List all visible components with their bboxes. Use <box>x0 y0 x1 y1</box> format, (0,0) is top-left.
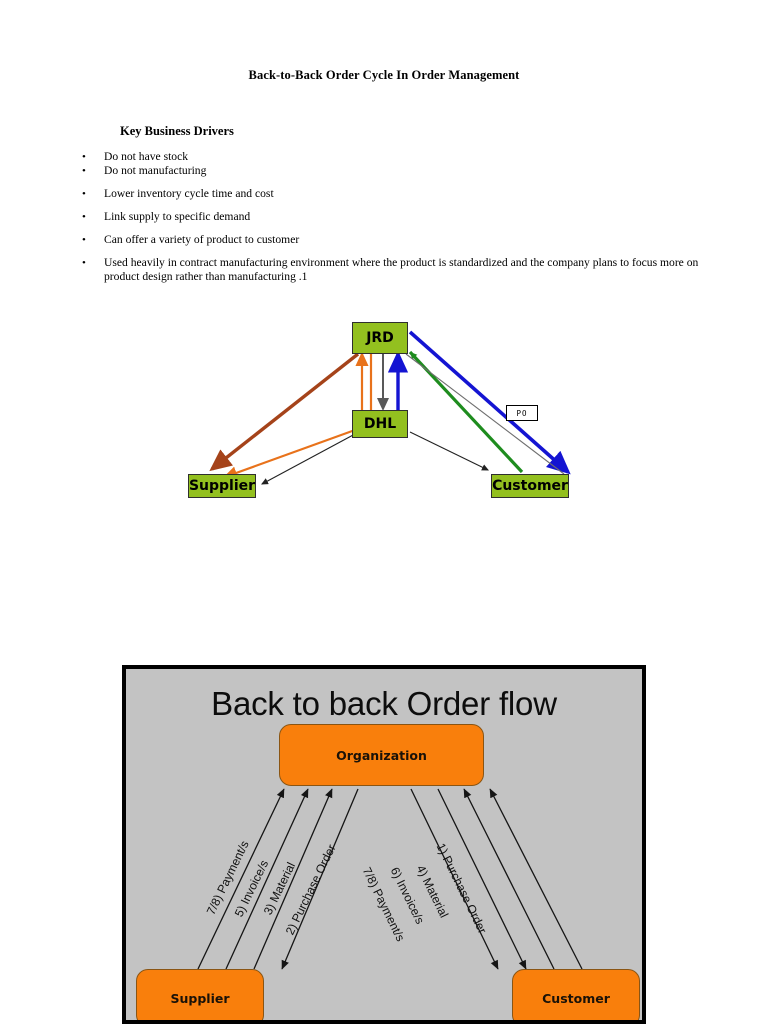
section-heading: Key Business Drivers <box>120 124 234 138</box>
list-item-text: Used heavily in contract manufacturing e… <box>104 256 699 283</box>
list-item-text: Link supply to specific demand <box>104 210 251 223</box>
list-item-text: Lower inventory cycle time and cost <box>104 187 274 200</box>
node-customer-label: Customer <box>492 478 568 494</box>
node-supplier-label: Supplier <box>188 478 256 494</box>
list-item: • Link supply to specific demand <box>78 210 703 224</box>
key-business-drivers-list: • Do not have stock • Do not manufacturi… <box>78 150 703 284</box>
edge-supplier-purchase-order <box>281 788 359 970</box>
node-customer[interactable]: Customer <box>491 474 569 498</box>
node-customer-2[interactable]: Customer <box>512 969 640 1020</box>
arrow-jrd-to-customer-po-line <box>405 353 565 475</box>
bullet-icon: • <box>82 188 86 200</box>
arrow-dhl-to-supplier-thin <box>261 433 356 485</box>
node-supplier[interactable]: Supplier <box>188 474 256 498</box>
node-customer-2-label: Customer <box>542 990 610 1006</box>
arrow-dhl-to-customer <box>409 431 489 471</box>
order-cycle-flow-diagram: JRD DHL Supplier Customer PO <box>170 312 590 512</box>
edge-customer-invoices <box>463 788 555 970</box>
edge-supplier-payments <box>197 788 285 970</box>
diagram2-arrows <box>197 788 583 970</box>
po-label-text: PO <box>516 408 528 418</box>
arrow-jrd-to-supplier-brown <box>209 352 360 472</box>
edge-customer-payments <box>489 788 583 970</box>
list-item: • Used heavily in contract manufacturing… <box>78 256 703 284</box>
node-supplier-2[interactable]: Supplier <box>136 969 264 1020</box>
node-dhl[interactable]: DHL <box>352 410 408 438</box>
list-item-text: Do not manufacturing <box>104 164 207 177</box>
node-organization-label: Organization <box>336 747 427 763</box>
node-dhl-label: DHL <box>363 416 397 432</box>
diagram1-arrows <box>209 330 571 485</box>
diagram2-title: Back to back Order flow <box>211 685 557 722</box>
list-item-text: Can offer a variety of product to custom… <box>104 233 300 246</box>
page-title: Back-to-Back Order Cycle In Order Manage… <box>248 68 520 82</box>
node-organization[interactable]: Organization <box>279 724 484 786</box>
node-jrd-label: JRD <box>366 330 394 346</box>
bullet-icon: • <box>82 257 86 269</box>
bullet-icon: • <box>82 151 86 163</box>
bullet-icon: • <box>82 165 86 177</box>
bullet-icon: • <box>82 211 86 223</box>
bullet-icon: • <box>82 234 86 246</box>
node-supplier-2-label: Supplier <box>170 990 230 1006</box>
list-item-text: Do not have stock <box>104 150 189 163</box>
list-item: • Lower inventory cycle time and cost <box>78 187 703 201</box>
arrow-jrd-to-customer-blue <box>408 330 571 475</box>
node-jrd[interactable]: JRD <box>352 322 408 354</box>
arrow-customer-to-jrd-green <box>408 350 524 474</box>
edge-customer-purchase-order <box>410 788 499 970</box>
po-label-box: PO <box>506 405 538 421</box>
edge-supplier-invoices <box>225 788 309 970</box>
list-item: • Can offer a variety of product to cust… <box>78 233 703 247</box>
arrow-dhl-to-supplier-orange <box>222 428 356 480</box>
back-to-back-order-flow-panel: Back to back Order flow Organization Sup… <box>122 665 646 1024</box>
list-item: • Do not manufacturing <box>78 164 703 178</box>
edge-customer-material <box>437 788 527 970</box>
edge-supplier-material <box>253 788 333 970</box>
list-item: • Do not have stock <box>78 150 703 164</box>
